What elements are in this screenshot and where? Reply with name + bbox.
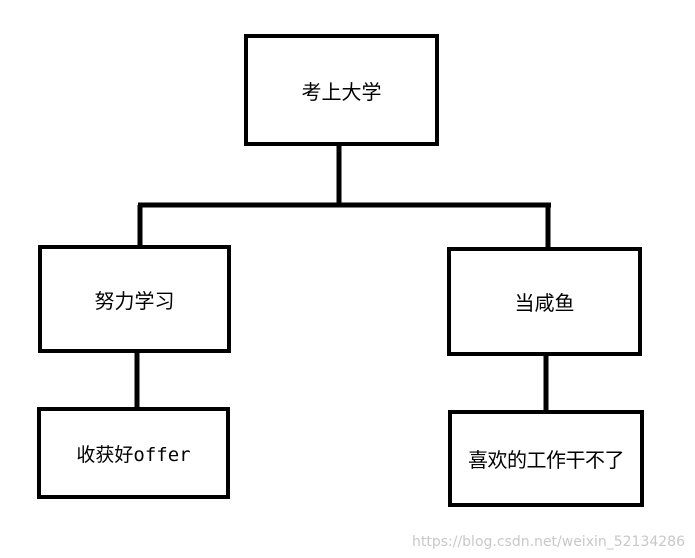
node-salted-fish: 当咸鱼 — [447, 247, 642, 356]
node-good-offer: 收获好offer — [37, 407, 230, 499]
node-good-offer-label: 收获好offer — [76, 443, 191, 466]
node-root-label: 考上大学 — [301, 79, 382, 104]
node-study-hard-label: 努力学习 — [94, 288, 175, 313]
watermark: https://blog.csdn.net/weixin_52134286 — [411, 534, 685, 550]
node-dream-job: 喜欢的工作干不了 — [448, 410, 644, 507]
node-study-hard: 努力学习 — [38, 245, 231, 353]
node-dream-job-label: 喜欢的工作干不了 — [468, 448, 625, 472]
node-root: 考上大学 — [244, 34, 439, 146]
node-salted-fish-label: 当咸鱼 — [514, 291, 575, 315]
